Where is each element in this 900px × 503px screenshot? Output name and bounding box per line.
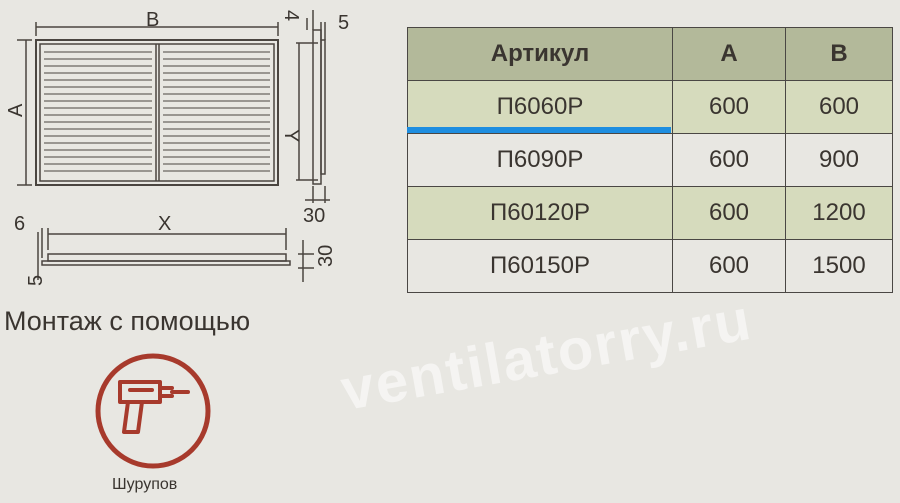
dim-b-label: B (146, 9, 159, 31)
mounting-label: Шурупов (112, 476, 178, 493)
table-row[interactable]: П60120Р 600 1200 (407, 186, 893, 240)
drill-icon (95, 353, 211, 469)
dim-y-label: Y (280, 129, 302, 142)
dim-4-label: 4 (280, 10, 302, 21)
cell-article[interactable]: П60150Р (407, 239, 673, 293)
table-row[interactable]: П6090Р 600 900 (407, 133, 893, 187)
header-a: A (672, 27, 786, 81)
cell-article[interactable]: П6090Р (407, 133, 673, 187)
dim-x-label: X (158, 213, 171, 235)
dim-30-right-label: 30 (303, 205, 325, 227)
dim-30-side-label: 30 (315, 245, 337, 267)
cell-b[interactable]: 600 (785, 80, 893, 134)
dim-5-bottom-label: 5 (25, 275, 47, 286)
dim-5-top-label: 5 (338, 12, 349, 34)
cell-a[interactable]: 600 (672, 239, 786, 293)
selection-indicator (407, 127, 671, 133)
cell-article[interactable]: П6060Р (407, 80, 673, 134)
cell-b[interactable]: 900 (785, 133, 893, 187)
dim-a-label: A (5, 103, 27, 117)
watermark: ventilatorry.ru (336, 286, 757, 423)
cell-b[interactable]: 1500 (785, 239, 893, 293)
header-article: Артикул (407, 27, 673, 81)
header-b: B (785, 27, 893, 81)
technical-drawing: B A Y 4 5 30 X 6 30 5 (5, 9, 349, 286)
cell-a[interactable]: 600 (672, 186, 786, 240)
cell-a[interactable]: 600 (672, 80, 786, 134)
table-row[interactable]: П6060Р 600 600 (407, 80, 893, 134)
dim-6-label: 6 (14, 213, 25, 235)
spec-table: Артикул A B П6060Р 600 600 П6090Р 600 90… (407, 27, 893, 293)
mounting-title: Монтаж с помощью (4, 306, 251, 336)
table-row[interactable]: П60150Р 600 1500 (407, 239, 893, 293)
cell-a[interactable]: 600 (672, 133, 786, 187)
cell-b[interactable]: 1200 (785, 186, 893, 240)
table-header-row: Артикул A B (407, 27, 893, 81)
cell-article[interactable]: П60120Р (407, 186, 673, 240)
